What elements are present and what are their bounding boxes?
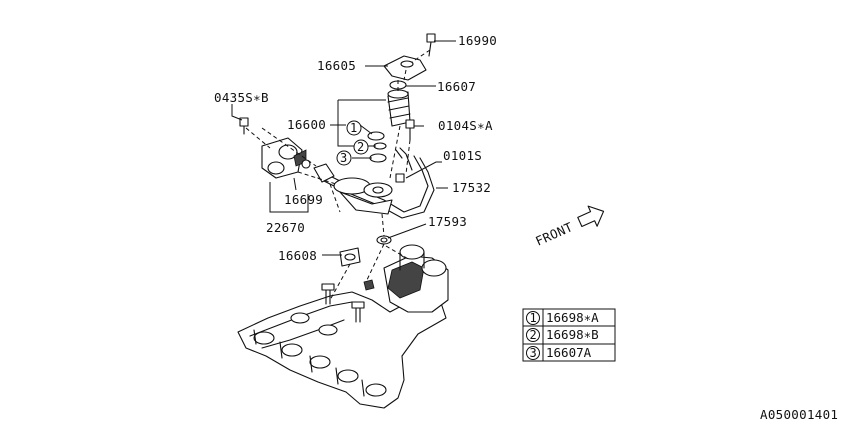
circle-ref-2: 2 [357,140,364,154]
front-label: FRONT [533,219,575,249]
circle-refs: 1 2 3 [336,120,369,166]
legend-num-2-icon [526,328,540,342]
leader-lines [231,40,456,256]
legend-num-1: 1 [530,311,537,325]
intake-manifold [237,244,449,409]
callout-16699: 16699 [284,192,323,207]
callout-0101S: 0101S [443,148,482,163]
callout-22670: 22670 [266,220,305,235]
egr-sensor-22670 [261,137,311,179]
gasket-17593 [376,235,392,245]
gasket-16608 [339,247,361,267]
diagram-code: A050001401 [760,407,838,422]
callout-0435S-B: 0435S∗B [214,90,269,105]
bolt-0435S-B [239,117,249,135]
callout-17532: 17532 [452,180,491,195]
legend-num-3: 3 [530,346,537,360]
circle-ref-3: 3 [340,151,347,165]
front-indicator: FRONT [533,205,605,249]
legend-num-2: 2 [530,328,537,342]
callout-16600: 16600 [287,117,326,132]
callout-16605: 16605 [317,58,356,73]
egr-pipe-17532 [313,147,435,219]
front-arrow-icon [577,205,605,228]
bolt-16990 [426,33,436,57]
circle-ref-1: 1 [350,121,357,135]
callout-16607: 16607 [437,79,476,94]
legend-part-3: 16607A [546,345,592,360]
callout-16608: 16608 [278,248,317,263]
assembly-lines [245,49,431,301]
legend-num-3-icon [526,346,540,360]
callout-labels: 16990 16605 16607 0435S∗B 16600 0104S∗A … [214,33,497,263]
callout-0104S-A: 0104S∗A [438,118,493,133]
legend-part-1: 16698∗A [546,310,599,325]
bolt-0104S-A [405,119,415,141]
legend-table: 1 16698∗A 2 16698∗B 3 16607A [522,308,616,362]
callout-17593: 17593 [428,214,467,229]
callout-16990: 16990 [458,33,497,48]
legend-part-2: 16698∗B [546,327,599,342]
egr-valve-cap [383,55,427,81]
legend-num-1-icon [526,311,540,325]
